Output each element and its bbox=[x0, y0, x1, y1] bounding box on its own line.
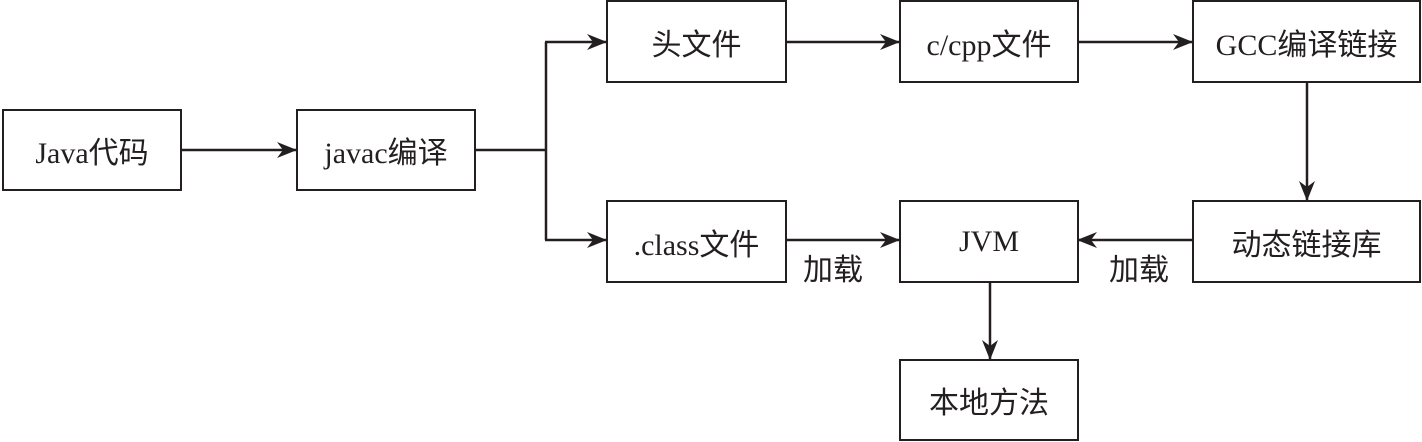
node-class-file: .class文件 bbox=[606, 200, 787, 283]
edge-label-load-class: 加载 bbox=[803, 254, 863, 287]
node-cpp-file: c/cpp文件 bbox=[899, 0, 1079, 83]
node-header-file: 头文件 bbox=[606, 0, 787, 83]
node-native-method: 本地方法 bbox=[899, 359, 1079, 441]
node-javac-compile: javac编译 bbox=[296, 109, 476, 191]
node-jvm: JVM bbox=[899, 200, 1079, 283]
edge-label-load-dll: 加载 bbox=[1109, 254, 1169, 287]
node-gcc-compile-link: GCC编译链接 bbox=[1192, 0, 1421, 83]
node-java-code: Java代码 bbox=[2, 109, 182, 191]
node-dynamic-link-library: 动态链接库 bbox=[1192, 200, 1421, 283]
